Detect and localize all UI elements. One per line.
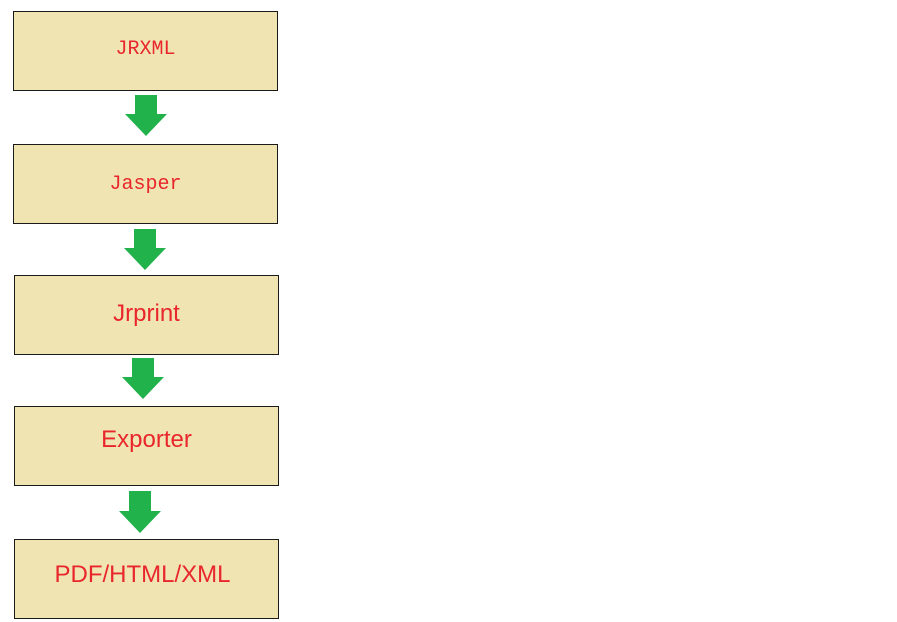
arrow-down-icon bbox=[122, 358, 164, 399]
step-jasper-box: Jasper bbox=[13, 144, 278, 224]
arrow-down-icon bbox=[119, 491, 161, 533]
step-jrprint-label: Jrprint bbox=[113, 299, 180, 327]
step-jasper-label: Jasper bbox=[109, 172, 182, 196]
step-exporter-label: Exporter bbox=[101, 425, 192, 453]
step-jrprint-box: Jrprint bbox=[14, 275, 279, 355]
step-jrxml-box: JRXML bbox=[13, 11, 278, 91]
step-output-formats-label: PDF/HTML/XML bbox=[54, 560, 231, 588]
arrow-down-icon bbox=[124, 229, 166, 270]
arrow-down-icon bbox=[125, 95, 167, 136]
step-output-formats-box: PDF/HTML/XML bbox=[14, 539, 279, 619]
step-exporter-box: Exporter bbox=[14, 406, 279, 486]
step-jrxml-label: JRXML bbox=[115, 37, 176, 61]
